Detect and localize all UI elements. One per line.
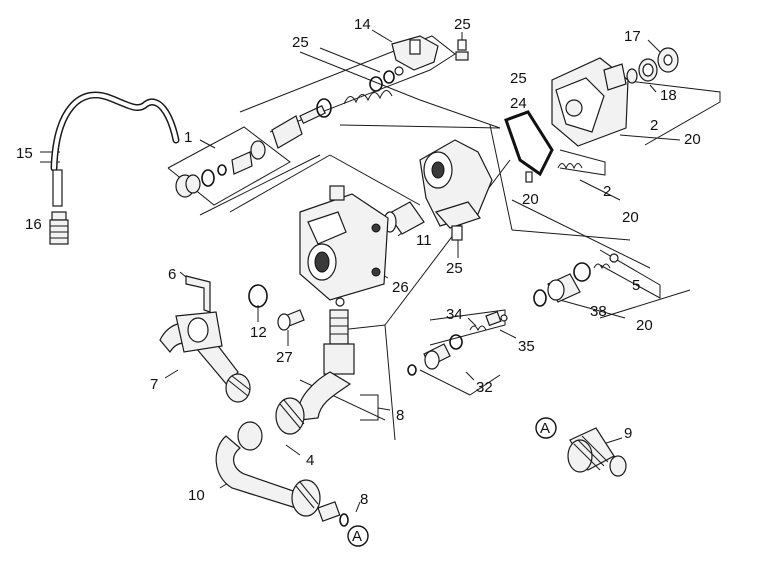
marker-a-left-label: A bbox=[352, 528, 362, 545]
coupling-9 bbox=[567, 427, 627, 477]
callout-10: 10 bbox=[188, 487, 205, 504]
callout-1: 1 bbox=[184, 129, 192, 146]
screw-25 bbox=[455, 39, 469, 61]
callout-20-mid: 20 bbox=[622, 209, 639, 226]
callout-12: 12 bbox=[250, 324, 267, 341]
callout-25-gasket: 25 bbox=[510, 70, 527, 87]
callout-25-housing: 25 bbox=[446, 260, 463, 277]
fitting-8 bbox=[323, 297, 355, 375]
connection-marker-a-right: A bbox=[535, 417, 557, 439]
callout-32: 32 bbox=[476, 379, 493, 396]
callout-15: 15 bbox=[16, 145, 33, 162]
marker-a-right-label: A bbox=[540, 420, 550, 437]
ring-8 bbox=[339, 513, 349, 527]
callout-34: 34 bbox=[446, 306, 463, 323]
callout-8-mid: 8 bbox=[396, 407, 404, 424]
callout-11: 11 bbox=[416, 232, 432, 249]
manifold-housing bbox=[419, 139, 493, 241]
callout-27: 27 bbox=[276, 349, 293, 366]
callout-16: 16 bbox=[25, 216, 42, 233]
callout-4: 4 bbox=[306, 452, 314, 469]
valve-group-38 bbox=[533, 253, 619, 307]
elbow-10 bbox=[215, 421, 341, 522]
callout-25-top-right: 25 bbox=[454, 16, 471, 33]
callout-2-mid: 2 bbox=[603, 183, 611, 200]
callout-35: 35 bbox=[518, 338, 535, 355]
valve-assembly-1 bbox=[175, 140, 266, 198]
connection-marker-a-left: A bbox=[347, 525, 369, 547]
spring-2 bbox=[557, 163, 583, 170]
callout-6: 6 bbox=[168, 266, 176, 283]
callout-8-bottom: 8 bbox=[360, 491, 368, 508]
o-ring-12 bbox=[248, 284, 268, 308]
elbow-7 bbox=[159, 311, 251, 403]
gasket-24 bbox=[504, 110, 554, 183]
callout-14: 14 bbox=[354, 16, 371, 33]
callout-20-top: 20 bbox=[684, 131, 701, 148]
tube-15 bbox=[50, 91, 180, 207]
callout-17: 17 bbox=[624, 28, 641, 45]
callout-labels: 14 25 25 17 25 18 24 2 1 20 15 2 20 20 1… bbox=[16, 16, 701, 508]
pump-block-26 bbox=[299, 185, 389, 301]
callout-20-gasket: 20 bbox=[522, 191, 539, 208]
valve-group-32 bbox=[407, 311, 508, 376]
spring-assembly-25 bbox=[271, 66, 404, 149]
callout-9: 9 bbox=[624, 425, 632, 442]
callout-25-top: 25 bbox=[292, 34, 309, 51]
clip-6 bbox=[185, 275, 211, 313]
callout-7: 7 bbox=[150, 376, 158, 393]
fitting-16 bbox=[49, 211, 69, 245]
elbow-4 bbox=[275, 371, 352, 435]
screw-27 bbox=[277, 309, 305, 331]
callout-20-bottom: 20 bbox=[636, 317, 653, 334]
nipple-11 bbox=[383, 201, 425, 235]
callout-5: 5 bbox=[632, 277, 640, 294]
pump-head-2 bbox=[551, 57, 629, 147]
callout-18: 18 bbox=[660, 87, 677, 104]
callout-24: 24 bbox=[510, 95, 527, 112]
callout-2-top: 2 bbox=[650, 117, 658, 134]
callout-38: 38 bbox=[590, 303, 607, 320]
bracket-14 bbox=[391, 35, 439, 71]
assembly-lines bbox=[167, 35, 721, 441]
fitting-17 bbox=[657, 47, 679, 73]
ring-18 bbox=[626, 58, 658, 84]
callout-26: 26 bbox=[392, 279, 409, 296]
